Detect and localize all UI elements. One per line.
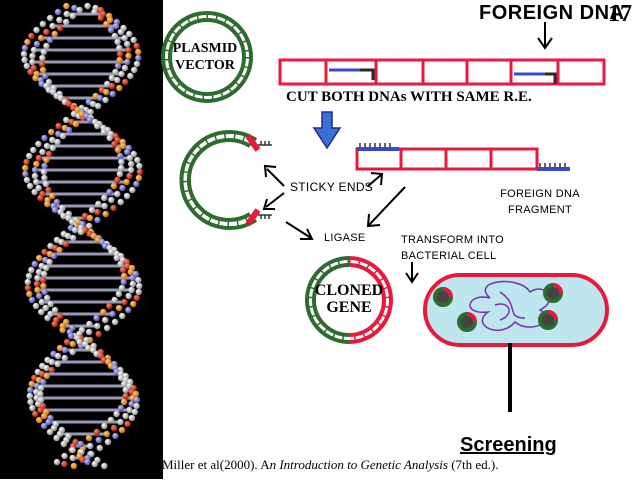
foreign-dna-fragment <box>355 143 570 171</box>
transform-label: TRANSFORM INTO BACTERIAL CELL <box>401 232 504 264</box>
cloned-label-line1: CLONED <box>314 282 384 299</box>
citation-prefix: Miller et al(2000). A <box>162 457 270 472</box>
plasmid-label-line1: PLASMID <box>172 41 238 56</box>
fragment-label-line1: FOREIGN DNA <box>500 188 580 200</box>
citation: Miller et al(2000). An Introduction to G… <box>162 457 499 473</box>
cloned-gene-plasmid <box>305 256 393 344</box>
ligase-arrows <box>285 186 406 240</box>
sticky-ends-label: STICKY ENDS <box>290 180 374 194</box>
cut-arrow <box>312 111 342 150</box>
cloned-gene-label: CLONED GENE <box>308 282 390 316</box>
fragment-label-line2: FRAGMENT <box>507 204 573 216</box>
dna-helix-model <box>20 2 144 470</box>
cloned-label-line2: GENE <box>326 299 372 316</box>
sticky-ends-arrows <box>262 164 384 210</box>
ligase-label: LIGASE <box>324 232 366 244</box>
citation-title: n Introduction to Genetic Analysis <box>269 457 448 472</box>
slide-number: 17 <box>608 1 632 27</box>
cut-both-label: CUT BOTH DNAs WITH SAME R.E. <box>286 89 532 105</box>
screening-label: Screening <box>460 434 557 456</box>
plasmid-vector <box>161 11 253 103</box>
plasmid-vector-label: PLASMID VECTOR <box>172 40 238 74</box>
plasmid-copies <box>433 283 563 332</box>
transform-arrow <box>405 262 419 284</box>
cut-plasmid <box>179 130 272 230</box>
foreign-dna-arrow <box>537 22 553 50</box>
citation-suffix: (7th ed.). <box>447 457 499 472</box>
foreign-fragment-label: FOREIGN DNA FRAGMENT <box>494 186 586 218</box>
transform-label-line2: BACTERIAL CELL <box>401 250 497 262</box>
foreign-dna-label: FOREIGN DNA <box>479 2 625 24</box>
foreign-dna-strip <box>278 58 606 86</box>
plasmid-label-line2: VECTOR <box>175 58 235 73</box>
transform-label-line1: TRANSFORM INTO <box>401 234 504 246</box>
dna-helix-image <box>0 0 163 479</box>
bacterial-cell <box>423 273 609 347</box>
